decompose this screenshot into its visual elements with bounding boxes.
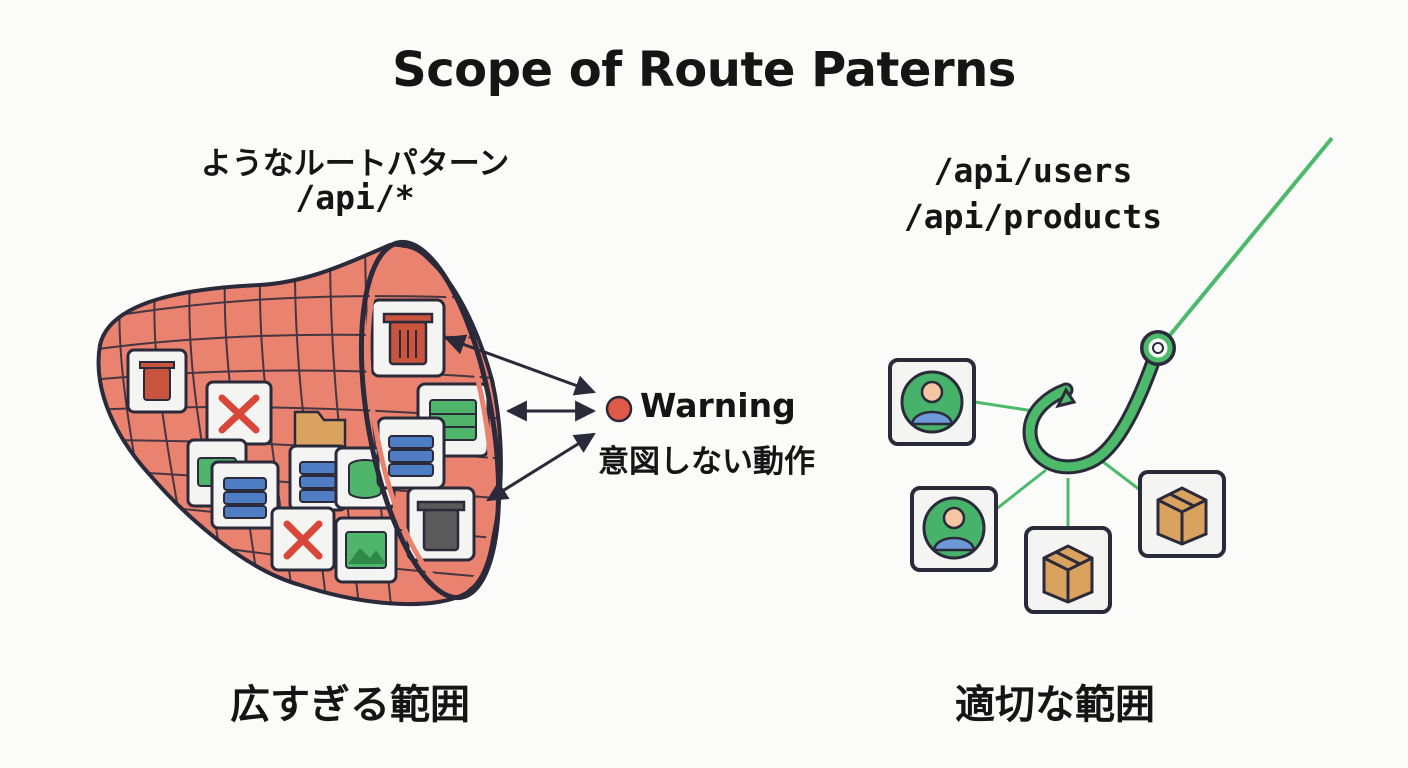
- caught-user-1: [888, 358, 976, 446]
- broad-route-pattern: /api/*: [295, 178, 415, 217]
- net-item-image: [334, 516, 398, 584]
- net-item-database-blue-1: [210, 460, 280, 530]
- caught-box-1: [1024, 526, 1112, 614]
- page-title: Scope of Route Paterns: [392, 42, 1016, 98]
- warning-dot-icon: [605, 395, 633, 423]
- caught-box-2: [1138, 470, 1226, 558]
- warning-arrows: [444, 334, 597, 502]
- route-pattern-users: /api/users: [933, 151, 1133, 190]
- specific-route-patterns: /api/users /api/products: [868, 148, 1198, 240]
- caught-user-2: [910, 486, 998, 572]
- fishing-line: [1164, 136, 1334, 342]
- warning-label: Warning: [640, 386, 796, 425]
- route-pattern-products: /api/products: [903, 197, 1163, 236]
- net-item-error-x: [205, 380, 273, 446]
- warning-description: 意図しない動作: [598, 444, 815, 480]
- net-item-trash-small: [126, 348, 188, 414]
- net-item-trash-large: [370, 298, 446, 378]
- net-item-error-x-2: [270, 506, 336, 572]
- fishing-hook: [974, 136, 1334, 530]
- net-item-database-blue-large: [376, 416, 446, 490]
- caption-too-broad: 広すぎる範囲: [230, 682, 470, 728]
- broad-pattern-label: ようなルートパターン: [200, 146, 510, 182]
- caption-appropriate: 適切な範囲: [955, 682, 1155, 728]
- net-rim: [358, 239, 502, 601]
- catch-all-net: [96, 239, 503, 607]
- net-item-trash-gray: [406, 486, 476, 562]
